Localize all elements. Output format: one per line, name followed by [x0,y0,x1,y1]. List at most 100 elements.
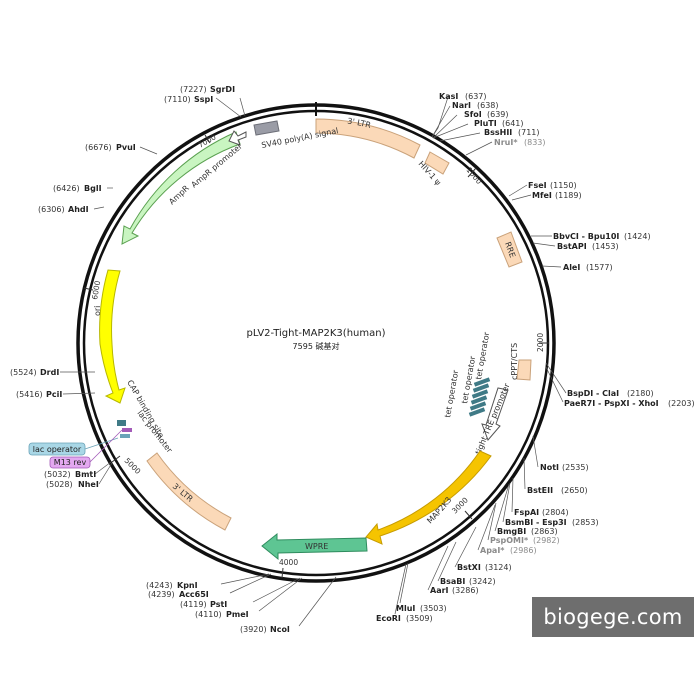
site-name: NheI [78,480,99,489]
feature-wpre[interactable] [261,532,368,561]
site-label-bsteii[interactable]: BstEII (2650) [527,486,588,495]
pill-m13-rev[interactable]: M13 rev [49,456,91,469]
pill-leader-m13-rev [89,429,123,463]
site-label-bmgbi[interactable]: BmgBI (2863) [497,527,558,536]
site-label-pcii[interactable]: (5416) PciI [16,390,62,399]
pill-label: M13 rev [54,458,87,467]
site-name: KasI [439,92,458,101]
plasmid-name: pLV2-Tight-MAP2K3(human) [247,328,386,339]
site-label-pvui[interactable]: (6676) PvuI [85,143,136,152]
site-position: (3242) [469,577,496,586]
site-label-kpni[interactable]: (4243) KpnI [146,581,198,590]
feature-cppt-cts[interactable] [516,359,532,381]
site-name: SfoI [464,110,482,119]
site-position: (1453) [592,242,619,251]
site-leader-lines [60,96,567,627]
feature-tight-tre-promoter[interactable] [481,387,509,441]
site-label-nhei[interactable]: (5028) NheI [46,480,99,489]
feature-ori[interactable] [99,269,126,404]
site-label-pspomi[interactable]: PspOMI* (2982) [490,536,560,545]
site-label-bgli[interactable]: (6426) BglI [53,184,102,193]
site-name: ApaI* [480,546,505,555]
site-label-sgrdi[interactable]: (7227) SgrDI [180,85,235,94]
site-position: (2804) [542,508,569,517]
site-position: (2986) [510,546,537,555]
site-label-ncoi[interactable]: (3920) NcoI [240,625,290,634]
site-position: (4119) [180,600,207,609]
site-label-sspi[interactable]: (7110) SspI [164,95,213,104]
tick-label-6000: 6000 [90,280,102,301]
site-position: (711) [518,128,540,137]
site-label-psti[interactable]: (4119) PstI [180,600,227,609]
site-label-pmei[interactable]: (4110) PmeI [195,610,249,619]
feature-lac-operator-marker[interactable] [120,434,130,438]
site-name: PspOMI* [490,536,529,545]
site-label-bspdi-clai[interactable]: BspDI - ClaI (2180) [567,389,654,398]
site-label-aari[interactable]: AarI (3286) [430,586,479,595]
site-name: SgrDI [210,85,235,94]
site-position: (4239) [148,590,175,599]
site-position: (2863) [531,527,558,536]
site-label-nrui[interactable]: NruI* (833) [494,138,546,147]
site-label-bsmbi-esp3i[interactable]: BsmBI - Esp3I (2853) [505,518,599,527]
site-name: KpnI [177,581,198,590]
site-label-bmti[interactable]: (5032) BmtI [44,470,96,479]
feature-tet-operators[interactable] [468,377,491,417]
watermark-badge: biogege.com [532,597,694,637]
site-label-bsshii[interactable]: BssHII (711) [484,128,540,137]
feature-3ltr-bottom[interactable] [146,452,232,531]
site-name: BssHII [484,128,512,137]
site-label-apai[interactable]: ApaI* (2986) [480,546,537,555]
site-label-mlui[interactable]: MluI (3503) [396,604,447,613]
tick-label-2000: 2000 [536,333,545,352]
site-label-bstxi[interactable]: BstXI (3124) [457,563,512,572]
site-label-drdi[interactable]: (5524) DrdI [10,368,59,377]
site-position: (2203) [668,399,695,408]
site-label-acc65i[interactable]: (4239) Acc65I [148,590,209,599]
feature-hiv1-psi[interactable] [424,151,450,175]
site-name: PciI [46,390,62,399]
tet-operator-label-2: tet operator [443,369,460,419]
site-label-noti[interactable]: NotI (2535) [540,463,589,472]
site-position: (1424) [624,232,651,241]
site-label-bbvci-bpu10i[interactable]: BbvCI - Bpu10I (1424) [553,232,651,241]
site-position: (5524) [10,368,37,377]
site-label-ecori[interactable]: EcoRI (3509) [376,614,433,623]
site-position: (1189) [555,191,582,200]
feature-ampr-promoter[interactable] [228,130,247,146]
site-position: (2535) [562,463,589,472]
site-label-bsabi[interactable]: BsaBI (3242) [440,577,496,586]
feature-label-wpre: WPRE [305,542,328,551]
feature-ampr[interactable] [121,131,241,245]
site-label-nari[interactable]: NarI (638) [452,101,499,110]
site-label-pluti[interactable]: PluTI (641) [474,119,524,128]
site-name: SspI [194,95,213,104]
site-name: BsaBI [440,577,465,586]
site-label-ahdi[interactable]: (6306) AhdI [38,205,89,214]
site-position: (5032) [44,470,71,479]
feature-3ltr-top[interactable] [315,118,421,159]
site-label-paer7i-pspxi-xhoi[interactable]: PaeR7I - PspXI - XhoI (2203) [564,399,695,408]
site-label-alei[interactable]: AleI (1577) [563,263,613,272]
site-position: (637) [465,92,487,101]
site-label-fsei[interactable]: FseI (1150) [528,181,577,190]
site-name: BspDI - ClaI [567,389,619,398]
pill-lac-operator[interactable]: lac operator [28,442,86,456]
site-label-fspai[interactable]: FspAI (2804) [514,508,569,517]
site-position: (2853) [572,518,599,527]
site-label-mfei[interactable]: MfeI (1189) [532,191,582,200]
feature-map2k3[interactable] [365,450,492,545]
site-position: (2650) [561,486,588,495]
feature-cap-binding-marker[interactable] [117,420,126,426]
feature-rre[interactable] [496,231,523,268]
site-name: PvuI [116,143,136,152]
site-position: (3503) [420,604,447,613]
feature-label-cppt-cts: cPPT/CTS [510,343,519,380]
feature-sv40-polya[interactable] [253,120,280,136]
site-label-kasi[interactable]: KasI (637) [439,92,487,101]
site-name: PmeI [226,610,249,619]
site-label-bstapi[interactable]: BstAPI (1453) [557,242,619,251]
site-label-sfoi[interactable]: SfoI (639) [464,110,509,119]
feature-lac-promoter-marker[interactable] [122,428,132,432]
